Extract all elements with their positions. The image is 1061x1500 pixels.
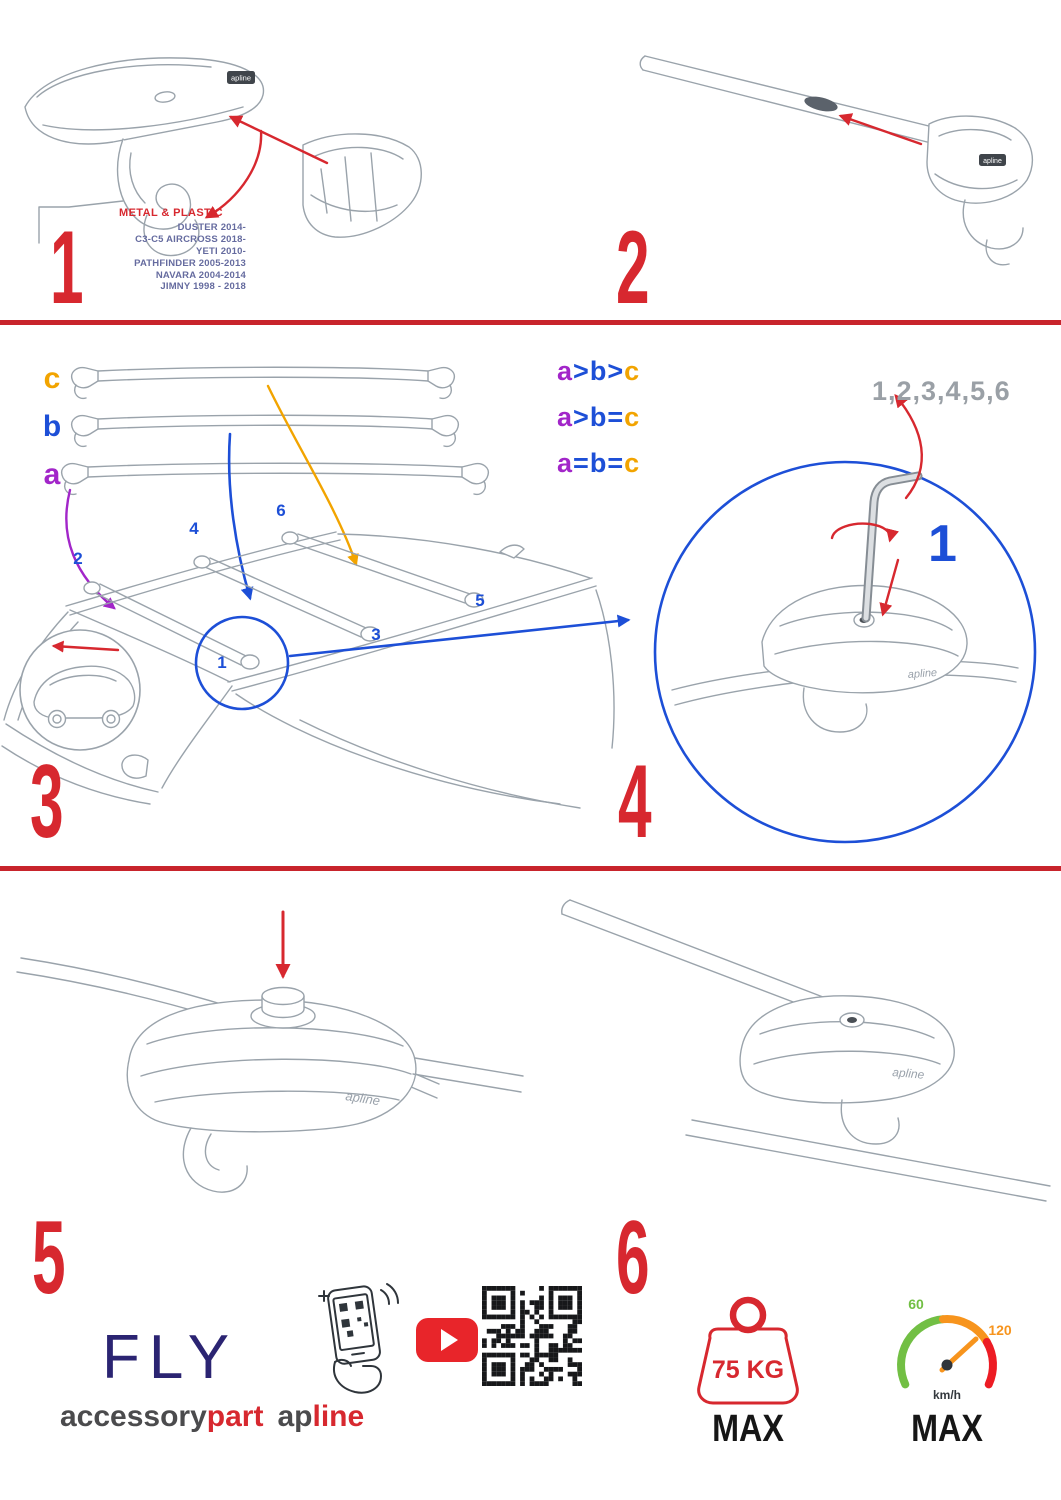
position-5: 5 (475, 591, 484, 610)
assembled-foot-sketch (561, 899, 1051, 1202)
mounted-crossbars (83, 531, 484, 670)
size-rule-3: a=b=c (557, 448, 641, 478)
step6-diagram: apline (561, 899, 1051, 1202)
step5-diagram: apline (16, 910, 524, 1193)
step4-diagram: apline (653, 393, 1037, 844)
apline-badge-label: apline (231, 74, 251, 83)
leader-curve-c (266, 384, 359, 567)
step5-number: 5 (32, 1200, 66, 1316)
pointer-arrow (288, 614, 631, 658)
step2-number: 2 (616, 210, 650, 326)
step1-diagram: apline (24, 57, 422, 257)
clamp-hook-sketch (116, 138, 200, 257)
bar-label-a: a (44, 458, 61, 491)
speed-low-label: 60 (908, 1296, 924, 1312)
leader-curve-b (227, 432, 254, 601)
material-label: METAL & PLASTIC (119, 207, 223, 219)
size-rule-2: a>b=c (557, 402, 641, 432)
car-roof-sketch (1, 531, 615, 809)
scan-phone-icon (318, 1283, 399, 1394)
model-item: DUSTER 2014- (177, 222, 246, 233)
position-1: 1 (217, 653, 226, 672)
speed-high-label: 120 (988, 1322, 1012, 1338)
model-item: PATHFINDER 2005-2013 (134, 257, 246, 269)
apline-badge-label: apline (983, 158, 1002, 165)
weight-handle (729, 1296, 767, 1334)
step4-number: 4 (618, 744, 652, 860)
crossbar-b (70, 414, 460, 448)
size-rule-1: a>b>c (557, 356, 641, 386)
tighten-arrow (879, 558, 900, 617)
apline-badge (227, 71, 255, 84)
front-direction-arrow (51, 640, 120, 653)
insert-arrows (204, 115, 329, 219)
model-item: NAVARA 2004-2014 (155, 269, 246, 281)
size-rules: a>b>c a>b=c a=b=c (557, 356, 640, 494)
gauge-pivot (941, 1359, 953, 1371)
cap-knob (261, 986, 305, 1006)
tighten-sequence: 1,2,3,4,5,6 (872, 376, 1011, 406)
section-divider (0, 320, 1061, 325)
apline-engraving: apline (907, 667, 937, 681)
position-6: 6 (276, 501, 285, 520)
max-speed-label: MAX (911, 1408, 983, 1450)
brand-line: line (312, 1400, 365, 1433)
model-list: DUSTER 2014- C3-C5 AIRCROSS 2018- YETI 2… (96, 222, 246, 293)
step6-number: 6 (616, 1200, 650, 1316)
model-item: C3-C5 AIRCROSS 2018- (135, 233, 246, 245)
speed-unit-label: km/h (933, 1388, 961, 1402)
car-direction-inset (19, 629, 141, 751)
mount-slot (804, 96, 838, 112)
qr-code (482, 1286, 582, 1386)
crossbar-a (60, 462, 490, 496)
step1-number: 1 (50, 210, 84, 326)
leader-line (38, 200, 124, 244)
crossbar-sketch (639, 55, 938, 145)
brand-part: part (206, 1400, 264, 1433)
position-3: 3 (371, 625, 380, 644)
crossbar-c (70, 366, 456, 400)
apline-engraving: apline (345, 1088, 382, 1108)
foot-cap-sketch (126, 986, 524, 1193)
gauge-red-arc (982, 1338, 997, 1389)
crossbar-end-sketch (24, 57, 265, 145)
model-item: JIMNY 1998 - 2018 (160, 281, 246, 293)
foot-sketch (926, 115, 1034, 266)
brand-accessory: accessory (60, 1400, 207, 1433)
section-divider (0, 866, 1061, 871)
rotation-arrow (830, 522, 899, 543)
rubber-pad-sketch (302, 133, 422, 238)
step3-number: 3 (30, 744, 64, 860)
play-icon (441, 1329, 458, 1351)
brand-ap: ap (277, 1400, 313, 1433)
max-weight-label: MAX (712, 1408, 784, 1450)
apline-badge (979, 154, 1006, 166)
step2-diagram: apline (639, 55, 1034, 266)
first-position-label: 1 (928, 515, 957, 573)
sequence-arrow (894, 393, 924, 500)
youtube-icon (416, 1318, 478, 1362)
allen-key (861, 471, 923, 623)
compatibility-note: METAL & PLASTIC DUSTER 2014- C3-C5 AIRCR… (96, 207, 246, 293)
model-item: YETI 2010- (195, 245, 246, 257)
weight-body (697, 1327, 799, 1405)
max-weight-value: 75 KG (712, 1356, 784, 1384)
max-weight-icon: 75 KG (697, 1296, 799, 1405)
position-2: 2 (73, 549, 82, 568)
gauge-orange-arc (939, 1315, 991, 1346)
insert-arrow (838, 113, 923, 146)
bar-label-c: c (44, 362, 61, 395)
position-4: 4 (189, 519, 199, 538)
brand-fly: FLY (102, 1323, 239, 1392)
apline-engraving: apline (892, 1065, 925, 1082)
speed-limit-gauge: 60 120 km/h (897, 1296, 1012, 1402)
highlight-circle (194, 615, 290, 711)
step3-diagram: c b a (1, 362, 631, 809)
gauge-green-arc (897, 1315, 947, 1389)
bar-label-b: b (43, 410, 61, 443)
